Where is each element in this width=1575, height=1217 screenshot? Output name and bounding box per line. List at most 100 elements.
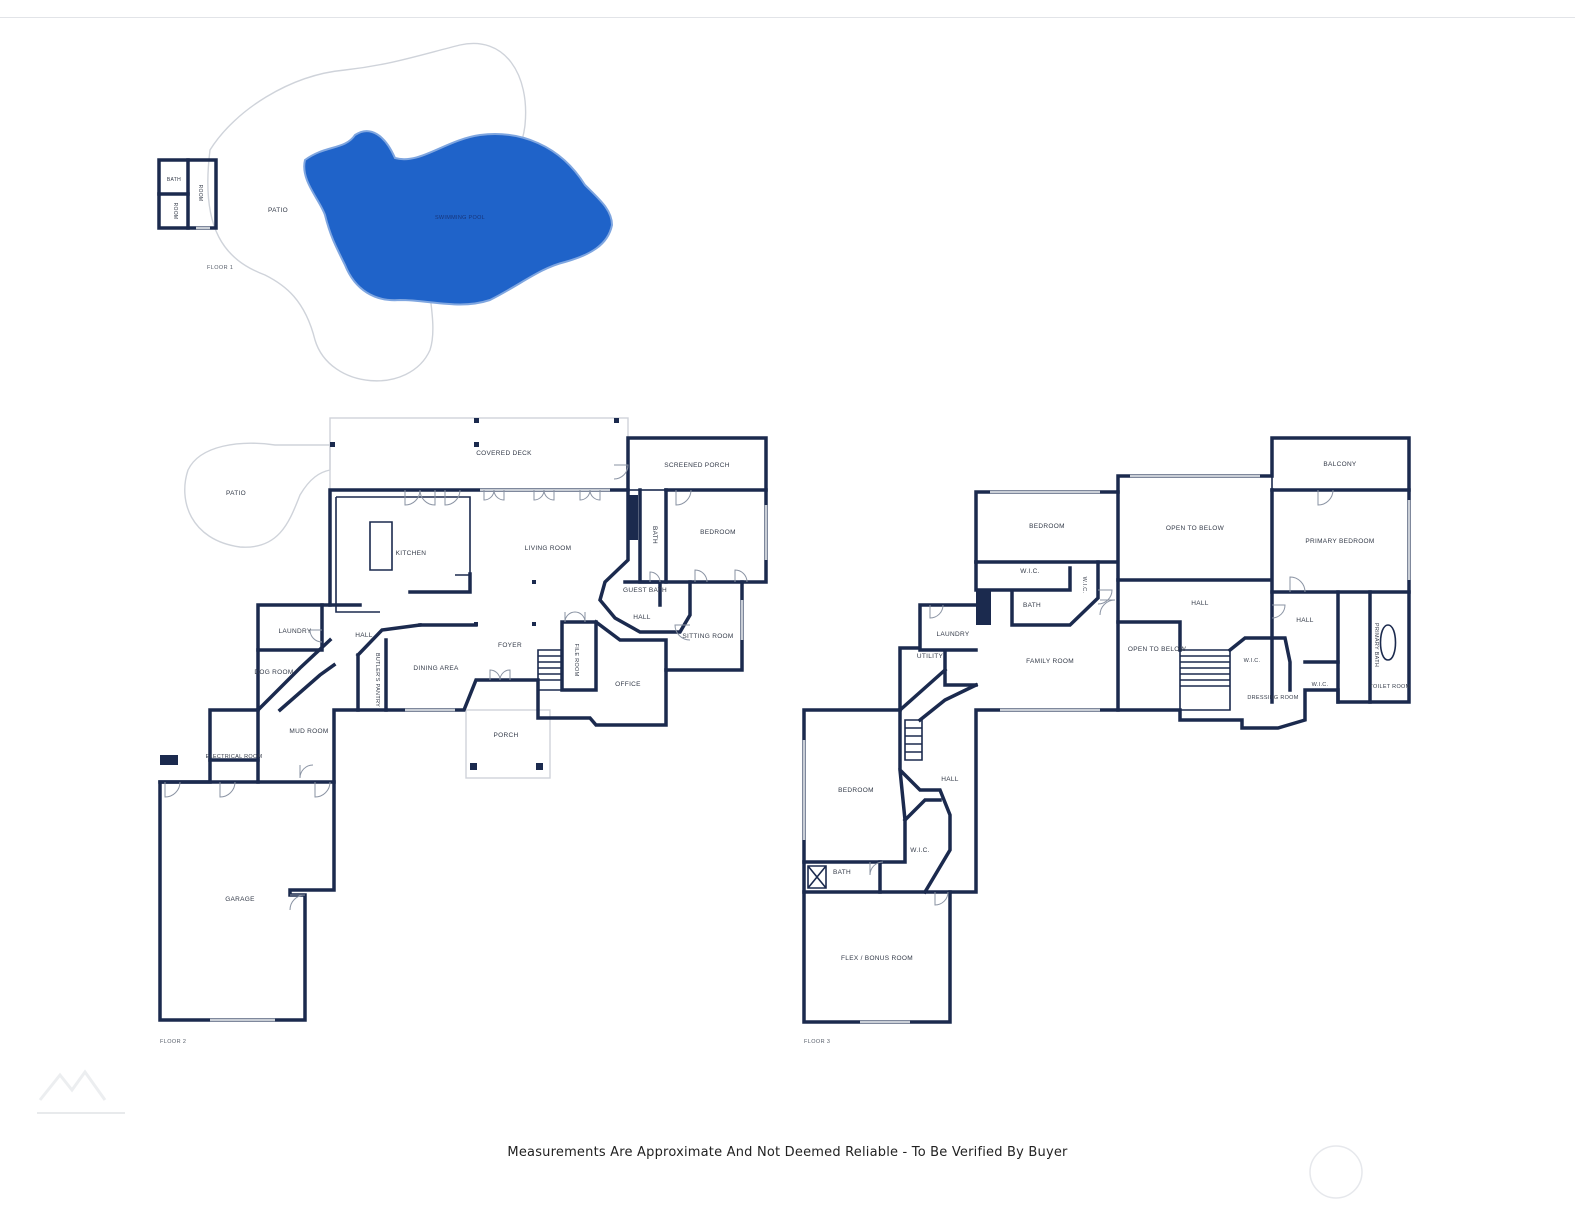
door-garage-1 (164, 781, 181, 798)
office-wall (593, 619, 668, 672)
label-f3-primary-bedroom: PRIMARY BEDROOM (1305, 538, 1374, 545)
f3-door-2 (1099, 599, 1116, 616)
floor-2-exterior-wall (158, 436, 768, 1022)
label-f3-flex-room: FLEX / BONUS ROOM (841, 955, 913, 962)
porch-outline (465, 709, 551, 779)
floor-3-exterior-wall (802, 436, 1411, 1024)
label-f1-pool: SWIMMING POOL (435, 215, 485, 221)
door-deck-1 (404, 489, 436, 506)
label-f3-bedroom-1: BEDROOM (1029, 523, 1065, 530)
door-laundry (309, 629, 323, 643)
open-to-below-wall (1116, 488, 1274, 704)
label-f2-hall-2: HALL (355, 632, 373, 639)
watermark-mark (38, 1069, 107, 1101)
door-screened (613, 464, 629, 480)
column-2 (474, 418, 479, 423)
label-f3-hall-1: HALL (1191, 600, 1209, 607)
label-f2-guest-bath: GUEST BATH (623, 587, 667, 594)
label-f3-bedroom-2: BEDROOM (838, 787, 874, 794)
f3-door-1 (1097, 589, 1113, 605)
label-f2-sitting-room: SITTING ROOM (682, 633, 733, 640)
f3-door-4 (1289, 576, 1306, 593)
label-f3-floor: FLOOR 3 (804, 1039, 830, 1045)
f3-door-8 (869, 861, 884, 876)
floor-1-plan: BATH ROOM ROOM PATIO SWIMMING POOL FLOOR… (157, 42, 614, 382)
door-garage-2 (314, 781, 331, 798)
laundry-wall (256, 603, 324, 652)
column-4 (614, 418, 619, 423)
label-f3-primary-bath: PRIMARY BATH (1373, 623, 1379, 667)
door-bedroom-closet (694, 569, 748, 583)
label-f2-patio: PATIO (226, 490, 246, 497)
kitchen-wall (328, 572, 472, 607)
door-mud (299, 764, 314, 779)
bedroom-1-wall (974, 490, 1120, 712)
label-f2-dining-area: DINING AREA (413, 665, 459, 672)
kitchen-counter (335, 496, 471, 613)
door-living-1 (483, 489, 505, 501)
watermark-logo (37, 1069, 125, 1114)
floor-2-plan: PATIO COVERED DECK SCREENED PORCH KITCHE… (158, 417, 768, 1045)
utility-stairs (904, 719, 923, 761)
label-f1-patio: PATIO (268, 207, 288, 214)
label-f3-wic-4: W.I.C. (1312, 682, 1329, 688)
bath-f3-fixture (807, 865, 827, 889)
door-bedroom-1 (675, 489, 692, 506)
pool-house (157, 158, 218, 230)
wic-5-wall (902, 798, 942, 823)
fireplace (628, 495, 638, 540)
open-to-below-2-wall (1116, 620, 1182, 652)
label-f2-living-room: LIVING ROOM (525, 545, 572, 552)
label-f2-garage: GARAGE (225, 896, 255, 903)
door-office (564, 611, 586, 623)
pantry-wall (355, 623, 422, 712)
f3-door-7 (934, 891, 949, 906)
top-divider (0, 17, 1575, 18)
label-f2-office: OFFICE (615, 681, 641, 688)
column-5 (532, 580, 536, 584)
watermark-circle (1309, 1145, 1363, 1199)
door-garage-3 (219, 781, 236, 798)
dressing-room-wall (1227, 636, 1340, 704)
kitchen-island-wall (369, 521, 393, 571)
label-f2-butlers-pantry: BUTLER'S PANTRY (374, 653, 380, 707)
disclaimer-text: Measurements Are Approximate And Not Dee… (507, 1145, 1068, 1160)
door-garage-4 (289, 894, 306, 911)
wic-bath-wall (974, 560, 1100, 627)
patio-outline-2 (184, 442, 331, 548)
label-f2-mud-room: MUD ROOM (289, 728, 328, 735)
label-f1-floor: FLOOR 1 (207, 265, 233, 271)
swimming-pool (303, 130, 614, 306)
f3-stair-2 (897, 667, 979, 723)
column-7 (474, 622, 478, 626)
label-f2-kitchen: KITCHEN (396, 550, 427, 557)
label-f2-dog-room: DOG ROOM (254, 669, 293, 676)
label-f2-foyer: FOYER (498, 642, 522, 649)
bedroom-2-wall (878, 708, 952, 895)
label-f2-file-room: FILE ROOM (573, 644, 579, 677)
label-f3-wic-5: W.I.C. (910, 847, 930, 854)
f3-door-3 (1317, 489, 1334, 506)
porch-column-2 (536, 763, 543, 770)
label-f2-screened-porch: SCREENED PORCH (664, 462, 730, 469)
label-f3-balcony: BALCONY (1323, 461, 1357, 468)
tub (1379, 624, 1397, 661)
label-f3-family-room: FAMILY ROOM (1026, 658, 1074, 665)
guest-bath-wall (598, 488, 692, 634)
label-f3-hall-3: HALL (941, 776, 959, 783)
label-f3-wic-1: W.I.C. (1020, 568, 1040, 575)
label-f1-room: ROOM (197, 185, 203, 202)
door-living-3 (579, 489, 601, 501)
laundry-f3-wall (918, 648, 978, 687)
label-f2-bath: BATH (651, 526, 658, 544)
primary-bath-wall (1336, 590, 1372, 704)
door-sitting (674, 624, 691, 641)
label-f2-electrical-room: ELECTRICAL ROOM (206, 754, 263, 760)
stair-wall (255, 637, 337, 713)
door-guest-bath (649, 571, 661, 583)
stair-foyer (537, 649, 563, 691)
label-f2-hall-1: HALL (633, 614, 651, 621)
electrical-panel (160, 755, 178, 765)
label-f3-open-to-below-2: OPEN TO BELOW (1128, 646, 1187, 653)
